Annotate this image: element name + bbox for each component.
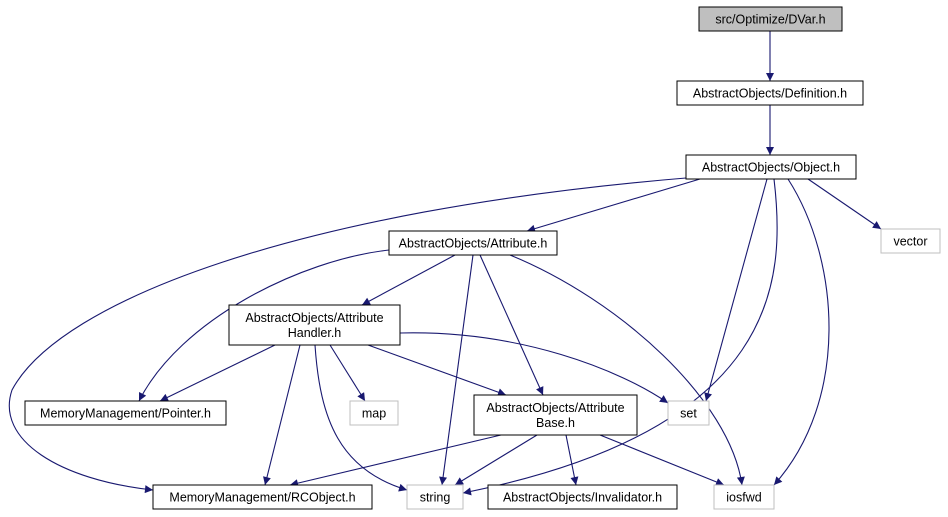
node-label: iosfwd	[726, 491, 761, 505]
node-box	[487, 484, 678, 510]
node-label: AbstractObjects/Definition.h	[693, 87, 847, 101]
node-box	[685, 154, 857, 180]
node-label: map	[362, 407, 386, 421]
node-label: vector	[893, 235, 927, 249]
node-box	[698, 6, 843, 32]
node-set: set	[667, 400, 710, 426]
node-box	[880, 228, 941, 254]
node-box	[349, 400, 399, 426]
node-pointer[interactable]: MemoryManagement/Pointer.h	[24, 400, 227, 426]
node-invalidator[interactable]: AbstractObjects/Invalidator.h	[487, 484, 678, 510]
node-attribute[interactable]: AbstractObjects/Attribute.h	[388, 230, 558, 256]
node-box	[228, 304, 401, 346]
edge-object-to-set	[704, 178, 768, 402]
edge-attribute-to-attr-handler	[361, 254, 456, 306]
edge-attribute-to-string	[439, 254, 474, 486]
edge-object-to-iosfwd	[773, 178, 830, 486]
edge-attr-base-to-string	[454, 434, 538, 486]
node-rcobject[interactable]: MemoryManagement/RCObject.h	[152, 484, 373, 510]
nodes: src/Optimize/DVar.hAbstractObjects/Defin…	[24, 6, 941, 510]
node-string: string	[406, 484, 464, 510]
edge-object-to-vector	[807, 178, 882, 230]
node-map: map	[349, 400, 399, 426]
node-box	[473, 394, 638, 436]
edge-object-to-string	[462, 178, 778, 496]
node-box	[24, 400, 227, 426]
node-label: Handler.h	[288, 326, 342, 340]
node-label: string	[420, 491, 451, 505]
node-label: AbstractObjects/Attribute	[486, 401, 624, 415]
node-box	[406, 484, 464, 510]
edge-object-to-rcobject	[8, 177, 687, 494]
node-box	[676, 80, 864, 106]
edge-attr-handler-to-string	[314, 344, 408, 492]
node-definition[interactable]: AbstractObjects/Definition.h	[676, 80, 864, 106]
node-label: src/Optimize/DVar.h	[715, 13, 825, 27]
node-box	[388, 230, 558, 256]
node-label: MemoryManagement/Pointer.h	[40, 407, 211, 421]
node-label: MemoryManagement/RCObject.h	[169, 491, 355, 505]
edge-attribute-to-iosfwd	[509, 254, 745, 486]
edge-attr-base-to-invalidator	[565, 434, 579, 486]
edge-attr-base-to-rcobject	[289, 434, 502, 488]
node-label: AbstractObjects/Attribute	[245, 311, 383, 325]
node-vector: vector	[880, 228, 941, 254]
edge-attribute-to-attr-base	[479, 254, 544, 396]
edges	[8, 31, 882, 496]
node-label: set	[680, 407, 697, 421]
node-label: AbstractObjects/Attribute.h	[399, 237, 548, 251]
node-label: Base.h	[536, 416, 575, 430]
node-object[interactable]: AbstractObjects/Object.h	[685, 154, 857, 180]
edge-attribute-to-pointer	[138, 249, 390, 402]
edge-object-to-attribute	[526, 178, 701, 233]
edge-attr-handler-to-rcobject	[263, 344, 301, 486]
node-dvar[interactable]: src/Optimize/DVar.h	[698, 6, 843, 32]
edge-attr-handler-to-attr-base	[367, 344, 507, 397]
edge-attr-base-to-iosfwd	[599, 434, 725, 486]
node-iosfwd: iosfwd	[713, 484, 775, 510]
edge-attr-handler-to-map	[329, 344, 366, 402]
node-label: AbstractObjects/Object.h	[702, 161, 840, 175]
edge-attr-handler-to-set	[399, 332, 669, 404]
edge-attr-handler-to-pointer	[159, 344, 276, 402]
node-label: AbstractObjects/Invalidator.h	[503, 491, 662, 505]
node-box	[152, 484, 373, 510]
node-box	[667, 400, 710, 426]
node-box	[713, 484, 775, 510]
